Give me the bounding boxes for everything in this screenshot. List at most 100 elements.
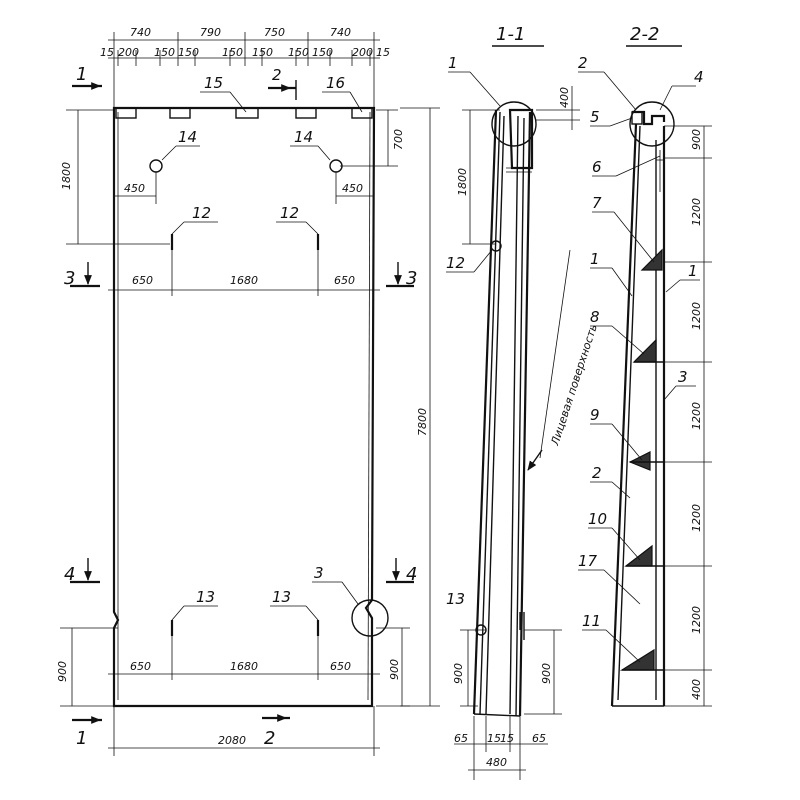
anchor-12-right: 12 [276, 204, 320, 250]
svg-text:1: 1 [76, 728, 87, 749]
top-plates [115, 107, 373, 119]
callouts-2-2: 2 4 5 6 7 1 1 8 3 [578, 54, 704, 663]
dim-11-top: 400 [536, 86, 580, 130]
dim-sub-5: 150 [222, 46, 243, 59]
dim-sub-7: 150 [288, 46, 309, 59]
dim-sub-6: 150 [252, 46, 273, 59]
section-title-2-2: 2-2 [630, 24, 659, 45]
cut-label: 2 [272, 66, 282, 84]
hole-right: 14 450 [290, 128, 374, 204]
dim-top-4: 740 [330, 26, 351, 39]
callout-22-4: 4 [694, 68, 704, 86]
dim-bottom-right: 900 [388, 659, 401, 680]
svg-text:65: 65 [454, 732, 468, 745]
dim-sub-1: 15 [100, 46, 114, 59]
right-dimension: 700 [340, 109, 405, 167]
svg-text:1800: 1800 [456, 168, 469, 196]
detail-circle-3: 3 [312, 564, 389, 637]
face-surface-label: Лицевая поверхность [548, 323, 600, 448]
anchor-13-left: 13 [170, 588, 218, 636]
anchor-12-left: 12 [170, 204, 218, 250]
callout-11-12: 12 [446, 240, 502, 273]
dim-sub-9: 200 [352, 46, 373, 59]
section-1-1: 1-1 1 400 [446, 24, 600, 780]
dim-sub-4: 150 [178, 46, 199, 59]
dim-top-1: 740 [130, 26, 151, 39]
row-dimension-top: 650 1680 650 [108, 250, 380, 296]
callout-14-left: 14 [178, 128, 197, 146]
cut-label: 1 [76, 64, 87, 85]
dim-total-height: 7800 [416, 408, 429, 436]
row-dimension-bottom: 650 1680 650 [108, 636, 380, 680]
dim-width: 2080 [218, 734, 246, 747]
dim-hole-offset-left: 450 [124, 182, 145, 195]
svg-text:1200: 1200 [690, 504, 703, 532]
dim-top-3: 750 [264, 26, 285, 39]
panel-outline [112, 106, 376, 708]
svg-text:12: 12 [280, 204, 299, 222]
dim-bottom-left: 900 [56, 661, 69, 682]
dim-11-left: 1800 [456, 109, 500, 245]
callout-22-11: 11 [582, 612, 601, 630]
svg-text:4: 4 [64, 564, 75, 585]
callout-22-6: 6 [592, 158, 602, 176]
section-title-1-1: 1-1 [496, 24, 525, 45]
callout-22-5: 5 [590, 108, 600, 126]
svg-text:3: 3 [406, 268, 417, 289]
callout-22-17: 17 [578, 552, 598, 570]
left-dimension: 1800 [60, 109, 170, 245]
cut-mark-3: 3 3 [64, 262, 417, 289]
dim-11-total: 480 [486, 756, 507, 769]
svg-text:1200: 1200 [690, 302, 703, 330]
total-height-dimension: 7800 [400, 107, 440, 707]
svg-text:16: 16 [326, 74, 345, 92]
dim-row-bottom-3: 650 [330, 660, 351, 673]
hole-left: 14 450 [114, 128, 200, 204]
dim-left-1800: 1800 [60, 162, 73, 190]
callout-16: 16 [322, 74, 363, 113]
svg-text:13: 13 [272, 588, 291, 606]
svg-text:12: 12 [446, 254, 465, 272]
callout-22-9: 9 [590, 406, 600, 424]
callout-14-right: 14 [294, 128, 313, 146]
dim-right-700: 700 [392, 129, 405, 150]
dim-sub-8: 150 [312, 46, 333, 59]
cut-mark-2-bottom: 2 [262, 714, 290, 749]
cut-mark-1-top: 1 [72, 64, 102, 90]
svg-text:3: 3 [64, 268, 75, 289]
cut-mark-2-top: 2 [268, 66, 297, 100]
dim-top-2: 790 [200, 26, 221, 39]
svg-text:900: 900 [690, 129, 703, 150]
svg-text:400: 400 [558, 87, 571, 108]
svg-text:15: 15 [204, 74, 223, 92]
callout-22-1a: 1 [590, 250, 600, 268]
bottom-side-dimensions: 900 900 [56, 627, 410, 707]
section-2-2: 2-2 [578, 24, 712, 707]
detail-circle-1: 1 [448, 54, 537, 147]
svg-text:900: 900 [452, 663, 465, 684]
face-annotation: Лицевая поверхность [527, 249, 600, 471]
svg-text:15: 15 [487, 732, 501, 745]
dim-row-bottom-2: 1680 [230, 660, 258, 673]
callout-22-2a: 2 [578, 54, 588, 72]
dim-sub-10: 15 [376, 46, 390, 59]
callout-22-2b: 2 [592, 464, 602, 482]
detail-circle-2-2 [629, 101, 675, 147]
svg-text:1200: 1200 [690, 198, 703, 226]
svg-text:4: 4 [406, 564, 417, 585]
dim-11-bottom: 900 900 65 15 15 65 480 [452, 629, 562, 780]
dim-row-top-3: 650 [334, 274, 355, 287]
width-dimension: 2080 [108, 706, 380, 756]
dim-row-bottom-1: 650 [130, 660, 151, 673]
dim-row-top-1: 650 [132, 274, 153, 287]
callout-15: 15 [200, 74, 247, 113]
cut-mark-1-bottom: 1 [72, 716, 102, 749]
dim-row-top-2: 1680 [230, 274, 258, 287]
callout-22-7: 7 [592, 194, 602, 212]
svg-text:1: 1 [448, 54, 458, 72]
cut-mark-4: 4 4 [64, 558, 417, 585]
callout-22-10: 10 [588, 510, 607, 528]
dim-22-right: 900 1200 1200 1200 1200 1200 400 [664, 125, 712, 707]
top-dimension-chain: 740 790 750 740 15 200 150 150 150 150 1… [100, 26, 390, 108]
